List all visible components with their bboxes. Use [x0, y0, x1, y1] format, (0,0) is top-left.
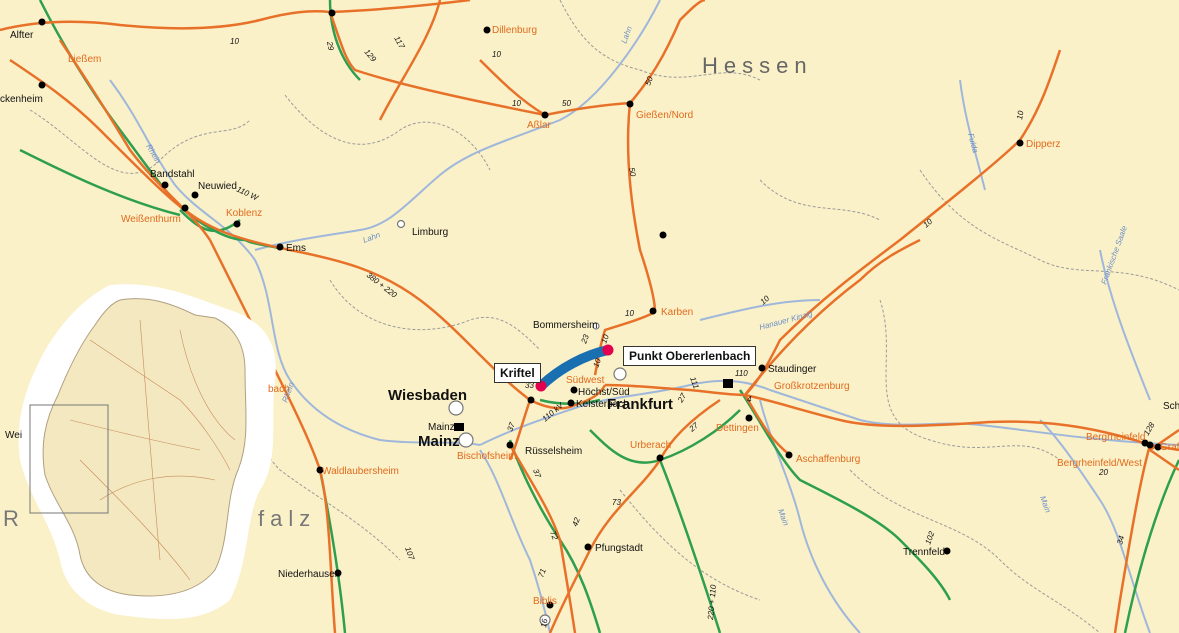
- label-bach: bach: [268, 384, 290, 395]
- line-label: 29: [325, 40, 336, 52]
- label-weissenthurm: Weißenthurm: [121, 214, 181, 225]
- label-punkt-obererlenbach-box: Punkt Obererlenbach: [623, 346, 757, 366]
- line-label: 110: [735, 369, 748, 378]
- label-dipperz: Dipperz: [1026, 139, 1060, 150]
- open-nodes: [396, 219, 627, 626]
- label-aschaffenburg: Aschaffenburg: [796, 454, 860, 465]
- label-wei: Wei: [5, 430, 22, 441]
- label-bandstahl: Bandstahl: [150, 169, 194, 180]
- label-limburg: Limburg: [412, 227, 448, 238]
- label-alfter: Alfter: [10, 30, 34, 41]
- label-mainz: Mainz: [418, 433, 460, 450]
- line-label: 72: [548, 530, 560, 542]
- region-r: R: [3, 506, 19, 531]
- line-label: 50: [643, 75, 655, 87]
- label-bommersheim: Bommersheim: [533, 320, 597, 331]
- germany-inset: [18, 284, 276, 620]
- region-pfalz: falz: [258, 506, 316, 531]
- label-pfungstadt: Pfungstadt: [595, 543, 643, 554]
- label-frankfurt: Frankfurt: [607, 396, 673, 413]
- line-label: 37: [531, 468, 543, 480]
- label-mainz-small: Mainz: [428, 422, 455, 433]
- line-label: 107: [403, 546, 416, 562]
- line-label: 220 + 110: [706, 584, 718, 621]
- label-karben: Karben: [661, 307, 693, 318]
- label-niederhausen: Niederhausen: [278, 569, 340, 580]
- label-waldlaubersheim: Waldlaubersheim: [322, 466, 399, 477]
- label-bergrheinfeld: Bergrheinfeld: [1086, 432, 1145, 443]
- line-label: 10: [625, 309, 634, 318]
- label-neuwied: Neuwied: [198, 181, 237, 192]
- label-hoechst: Höchst/Süd: [578, 387, 630, 398]
- state-borders: [29, 0, 1179, 633]
- label-ckenheim: ckenheim: [0, 94, 43, 105]
- label-giessen-nord: Gießen/Nord: [636, 110, 693, 121]
- label-kelsterbach: Kelsterbach: [576, 399, 629, 410]
- project-line: [536, 345, 613, 391]
- substations: [38, 9, 1162, 609]
- label-dettingen: Dettingen: [716, 423, 759, 434]
- label-trennfeld: Trennfeld: [903, 547, 945, 558]
- line-label: 33: [525, 381, 534, 390]
- line-label: 23: [579, 333, 591, 346]
- label-grafe: Grafe: [1160, 442, 1179, 453]
- line-label: 10: [599, 333, 611, 345]
- label-koblenz: Koblenz: [226, 208, 262, 219]
- line-label: 4: [747, 395, 752, 404]
- label-bischofsheim: Bischofsheim: [457, 451, 516, 462]
- plants: [454, 379, 733, 431]
- label-bergrheinfeld-west: Bergrheinfeld/West: [1057, 458, 1142, 469]
- label-urberach: Urberach: [630, 440, 671, 451]
- label-ruesselsheim: Rüsselsheim: [525, 446, 582, 457]
- line-label: 10: [1015, 109, 1026, 120]
- label-asslar: Aßlar: [527, 120, 552, 131]
- label-biblis: Biblis: [533, 596, 557, 607]
- label-suedwest: Südwest: [566, 375, 605, 386]
- line-label: 102: [923, 530, 936, 546]
- line-label: 10: [591, 357, 603, 369]
- region-hessen: Hessen: [702, 53, 813, 78]
- label-dillenburg: Dillenburg: [492, 25, 537, 36]
- line-label: 42: [570, 516, 582, 528]
- label-schw: Schw: [1163, 401, 1179, 412]
- label-liessem: Ließem: [68, 54, 101, 65]
- line-label: 20: [1098, 468, 1108, 477]
- label-ems: Ems: [286, 243, 306, 254]
- line-label: 10: [512, 99, 521, 108]
- line-label: 71: [536, 567, 548, 578]
- label-wiesbaden: Wiesbaden: [388, 387, 467, 404]
- line-label: 34: [1115, 534, 1126, 545]
- line-label: 10: [492, 50, 501, 59]
- label-grosskrotzenburg: Großkrotzenburg: [774, 381, 850, 392]
- line-label: 10: [230, 37, 239, 46]
- kriftel-marker: [535, 380, 547, 392]
- line-label: 50: [562, 99, 571, 108]
- line-label: 111: [688, 376, 701, 391]
- obererlenbach-marker: [602, 344, 614, 356]
- label-staudinger: Staudinger: [768, 364, 817, 375]
- line-label: 16: [539, 617, 550, 628]
- line-label: 37: [505, 421, 517, 433]
- line-label: 50: [627, 167, 638, 178]
- rivers: [109, 0, 1179, 633]
- label-kriftel-box: Kriftel: [494, 363, 541, 383]
- line-label: 73: [612, 498, 621, 507]
